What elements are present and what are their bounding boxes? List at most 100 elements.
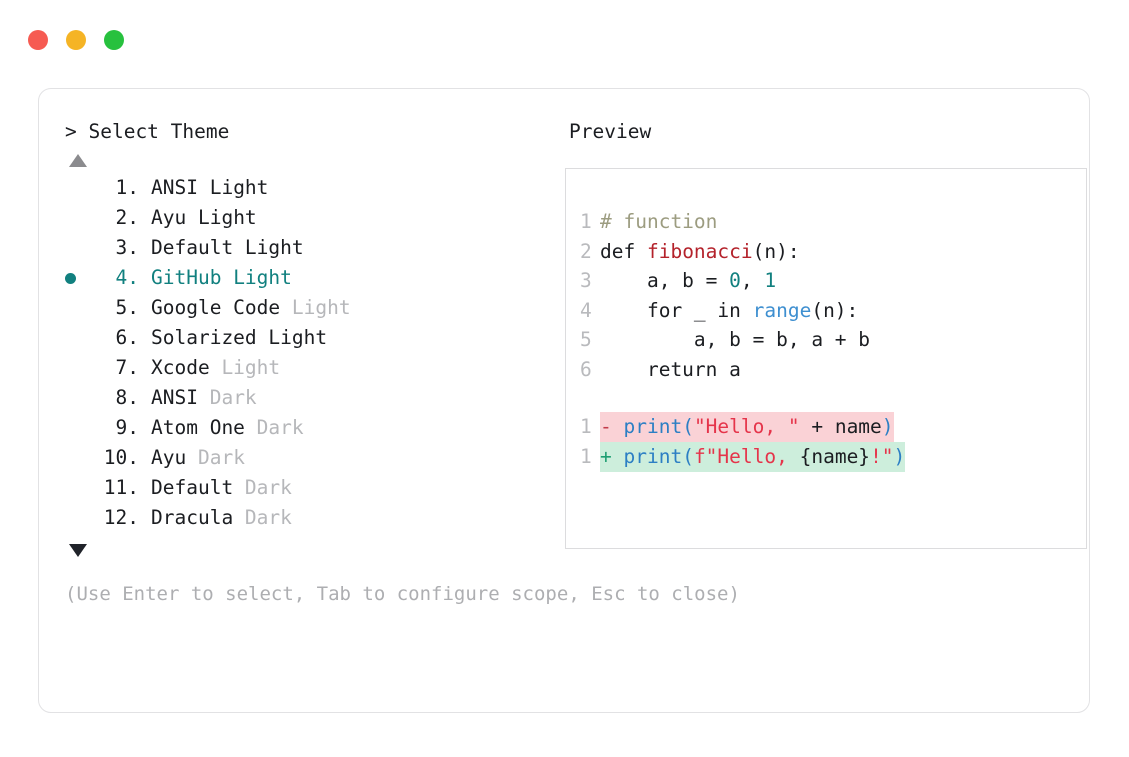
theme-item-name: ANSI <box>151 176 198 199</box>
diff-line-add: 1 + print(f"Hello, {name}!") <box>580 441 1086 472</box>
theme-item-variant: Light <box>221 266 292 289</box>
scroll-down-icon[interactable] <box>69 544 87 557</box>
selection-bullet-slot <box>63 383 91 413</box>
window-controls <box>28 30 124 50</box>
theme-list-item[interactable]: 9. Atom One Dark <box>63 413 541 443</box>
selection-bullet-slot <box>63 203 91 233</box>
theme-item-name: Google Code <box>151 296 281 319</box>
theme-item-index: 3. <box>103 236 140 259</box>
theme-item-variant: Dark <box>197 386 257 409</box>
theme-list-item[interactable]: 10.Ayu Dark <box>63 443 541 473</box>
theme-item-name: Xcode <box>151 356 210 379</box>
theme-list-item[interactable]: 3.Default Light <box>63 233 541 263</box>
theme-list-item[interactable]: 4.GitHub Light <box>63 263 541 293</box>
code-token: 1 <box>764 269 777 292</box>
diff-highlight: + print(f"Hello, {name}!") <box>600 441 906 472</box>
minimize-window-button[interactable] <box>66 30 86 50</box>
theme-item-variant: Light <box>186 206 257 229</box>
code-token: + name <box>799 415 882 438</box>
theme-item-index: 7. <box>103 356 140 379</box>
code-token: !" <box>870 444 894 468</box>
theme-list-item[interactable]: 6. Solarized Light <box>63 323 541 353</box>
code-token: 0 <box>729 269 741 292</box>
theme-list-item[interactable]: 7. Xcode Light <box>63 353 541 383</box>
code-token: , <box>740 269 765 292</box>
selection-bullet-slot <box>63 323 91 353</box>
theme-chooser-column: > Select Theme 1.ANSI Light 2.Ayu Light … <box>63 119 740 607</box>
code-token: def <box>600 239 647 263</box>
theme-selector-panel: > Select Theme 1.ANSI Light 2.Ayu Light … <box>38 88 1090 713</box>
theme-item-name: Ayu <box>151 446 187 469</box>
diff-block: 1 - print("Hello, " + name) 1 + print(f"Hel… <box>566 412 1086 472</box>
theme-item-variant: Light <box>256 326 328 349</box>
theme-item-index: 10. <box>103 446 139 469</box>
code-token: ( <box>682 415 694 438</box>
theme-list-item[interactable]: 12.Dracula Dark <box>63 503 541 533</box>
theme-item-index: 6. <box>103 326 140 349</box>
theme-item-name: ANSI <box>151 386 198 409</box>
theme-list-item[interactable]: 8. ANSI Dark <box>63 383 541 413</box>
scroll-up-icon[interactable] <box>69 154 87 167</box>
code-line: 4 for _ in range(n): <box>580 296 1086 326</box>
code-token: for _ in <box>600 298 753 322</box>
close-window-button[interactable] <box>28 30 48 50</box>
selection-bullet-slot <box>63 263 91 293</box>
selection-bullet-slot <box>63 233 91 263</box>
theme-list-item[interactable]: 11.Default Dark <box>63 473 541 503</box>
selection-bullet-slot <box>63 503 91 533</box>
selected-bullet-icon <box>65 272 76 284</box>
maximize-window-button[interactable] <box>104 30 124 50</box>
code-token: ( <box>682 444 694 468</box>
code-line: 5 a, b = b, a + b <box>580 325 1086 355</box>
code-token: (n): <box>811 298 859 322</box>
code-token: # function <box>600 210 718 233</box>
theme-item-name: Atom One <box>151 416 245 439</box>
line-number: 5 <box>580 328 592 351</box>
theme-item-name: Ayu <box>151 206 187 229</box>
diff-line-del: 1 - print("Hello, " + name) <box>580 412 1086 442</box>
selection-bullet-slot <box>63 473 91 503</box>
theme-item-variant: Light <box>209 356 281 379</box>
prompt-label: > Select Theme <box>65 120 230 143</box>
theme-item-name: Default <box>151 236 234 259</box>
selection-bullet-slot <box>63 443 91 473</box>
theme-item-variant: Dark <box>244 416 304 439</box>
theme-item-variant: Dark <box>233 506 292 529</box>
theme-item-index: 9. <box>103 416 140 439</box>
code-token: ) <box>881 415 894 438</box>
diff-highlight: - print("Hello, " + name) <box>600 412 894 442</box>
line-number: 6 <box>580 357 592 381</box>
theme-item-variant: Light <box>197 176 269 199</box>
selection-bullet-slot <box>63 413 91 443</box>
line-number: 1 <box>580 415 592 438</box>
code-line: 1# function <box>580 207 1086 237</box>
diff-sign: + <box>600 444 624 468</box>
theme-list-item[interactable]: 2.Ayu Light <box>63 203 541 233</box>
code-token: (n): <box>752 239 800 263</box>
line-number: 4 <box>580 298 592 322</box>
theme-item-name: GitHub <box>151 266 222 289</box>
theme-item-index: 8. <box>103 386 140 409</box>
code-token: {name} <box>799 444 871 468</box>
selection-bullet-slot <box>63 353 91 383</box>
line-number: 3 <box>580 269 592 292</box>
theme-item-name: Default <box>151 476 234 499</box>
theme-item-variant: Light <box>280 296 351 319</box>
theme-item-name: Solarized <box>151 326 257 349</box>
selection-bullet-slot <box>63 173 91 203</box>
theme-item-index: 12. <box>103 506 139 529</box>
code-token: fibonacci <box>646 239 753 263</box>
diff-sign: - <box>600 415 624 438</box>
theme-list-item[interactable]: 1. ANSI Light <box>63 173 541 203</box>
theme-item-index: 1. <box>103 176 140 199</box>
theme-list-item[interactable]: 5. Google Code Light <box>63 293 541 323</box>
line-number: 1 <box>580 444 592 468</box>
theme-item-index: 5. <box>103 296 140 319</box>
code-token: "Hello, " <box>693 415 800 438</box>
code-token: range <box>752 298 812 322</box>
code-token: f"Hello, <box>693 444 800 468</box>
theme-item-index: 11. <box>103 476 139 499</box>
